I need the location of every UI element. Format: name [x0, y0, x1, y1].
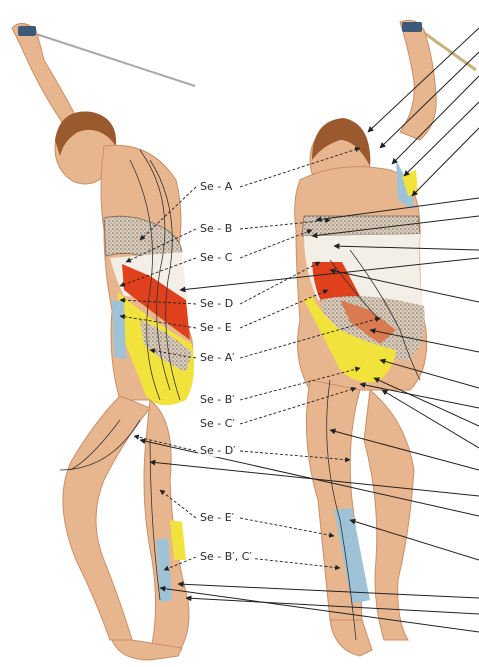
right-foot [330, 620, 372, 656]
label-se-b-prime-c-prime: Se - B′, C′ [198, 550, 254, 563]
label-se-c-prime: Se - C′ [198, 417, 237, 430]
label-se-b: Se - B [198, 222, 234, 235]
left-figure [12, 23, 195, 660]
label-se-d: Se - D [198, 297, 235, 310]
label-se-b-prime: Se - B′ [198, 393, 237, 406]
left-wristband [18, 26, 36, 36]
left-region-blue [112, 300, 126, 360]
label-se-a-prime: Se - A′ [198, 351, 237, 364]
label-se-d-prime: Se - D′ [198, 444, 238, 457]
label-se-e: Se - E [198, 321, 234, 334]
left-arm [12, 23, 78, 128]
label-se-e-prime: Se - E′ [198, 511, 236, 524]
right-wristband [402, 22, 422, 32]
right-leg-right [364, 390, 414, 640]
left-leg-front [63, 396, 150, 640]
label-se-a: Se - A [198, 180, 234, 193]
label-se-c: Se - C [198, 251, 234, 264]
